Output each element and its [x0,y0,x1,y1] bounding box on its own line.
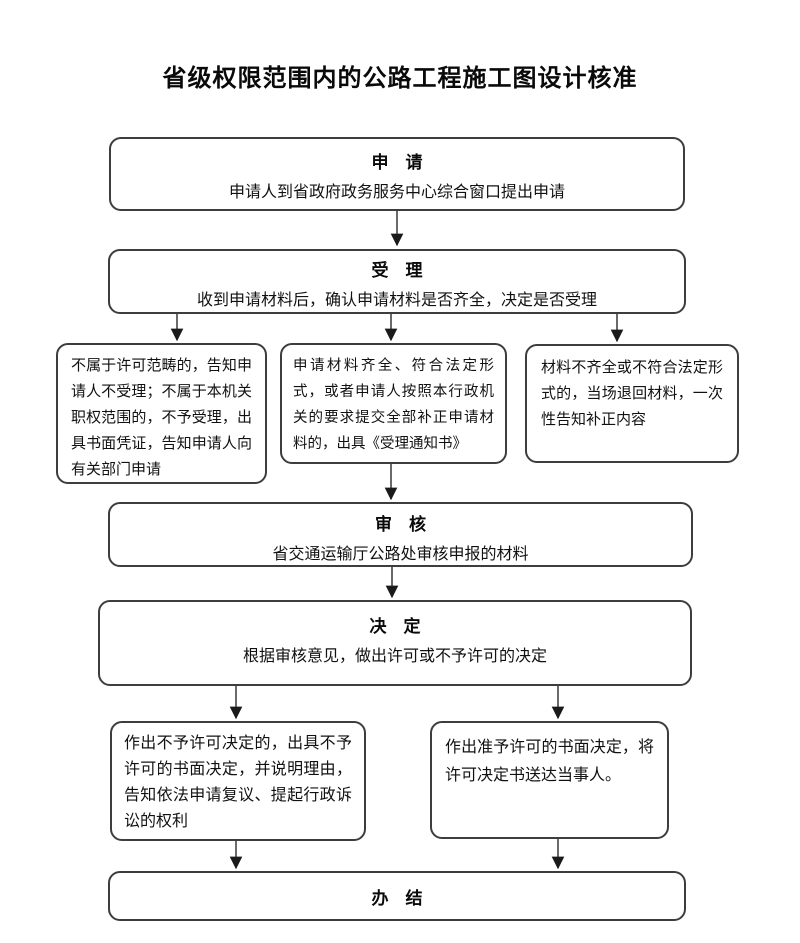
node-decide-desc: 根据审核意见，做出许可或不予许可的决定 [242,646,547,665]
node-accept: 受 理 收到申请材料后，确认申请材料是否齐全，决定是否受理 [108,249,686,314]
node-accept-desc: 收到申请材料后，确认申请材料是否齐全，决定是否受理 [196,290,597,309]
node-decide-title: 决 定 [369,617,421,637]
node-branch-not-accepted-text: 不属于许可范畴的，告知申请人不受理；不属于本机关职权范围的，不予受理，出具书面凭… [71,356,252,478]
node-review-desc: 省交通运输厅公路处审核申报的材料 [272,544,529,563]
node-final: 办 结 [108,871,686,921]
node-branch-not-accepted: 不属于许可范畴的，告知申请人不受理；不属于本机关职权范围的，不予受理，出具书面凭… [56,343,267,484]
node-apply-desc: 申请人到省政府政务服务中心综合窗口提出申请 [228,182,565,201]
node-outcome-approved-text: 作出准予许可的书面决定，将许可决定书送达当事人。 [445,737,654,784]
flowchart-title: 省级权限范围内的公路工程施工图设计核准 [162,64,638,92]
node-outcome-approved: 作出准予许可的书面决定，将许可决定书送达当事人。 [430,721,669,839]
node-apply: 申 请 申请人到省政府政务服务中心综合窗口提出申请 [109,137,685,211]
node-review: 审 核 省交通运输厅公路处审核申报的材料 [108,502,693,567]
node-branch-accepted: 申请材料齐全、符合法定形式，或者申请人按照本行政机关的要求提交全部补正申请材料的… [280,343,507,464]
node-outcome-denied: 作出不予许可决定的，出具不予许可的书面决定，并说明理由，告知依法申请复议、提起行… [110,721,366,841]
node-branch-returned-text: 材料不齐全或不符合法定形式的，当场退回材料，一次性告知补正内容 [541,358,723,428]
node-final-title: 办 结 [371,888,423,909]
node-review-title: 审 核 [375,515,426,535]
node-outcome-denied-text: 作出不予许可决定的，出具不予许可的书面决定，并说明理由，告知依法申请复议、提起行… [124,733,352,830]
node-branch-returned: 材料不齐全或不符合法定形式的，当场退回材料，一次性告知补正内容 [525,344,739,463]
node-decide: 决 定 根据审核意见，做出许可或不予许可的决定 [98,600,692,686]
node-accept-title: 受 理 [371,261,423,281]
node-apply-title: 申 请 [371,153,423,173]
node-branch-accepted-text: 申请材料齐全、符合法定形式，或者申请人按照本行政机关的要求提交全部补正申请材料的… [293,358,494,452]
